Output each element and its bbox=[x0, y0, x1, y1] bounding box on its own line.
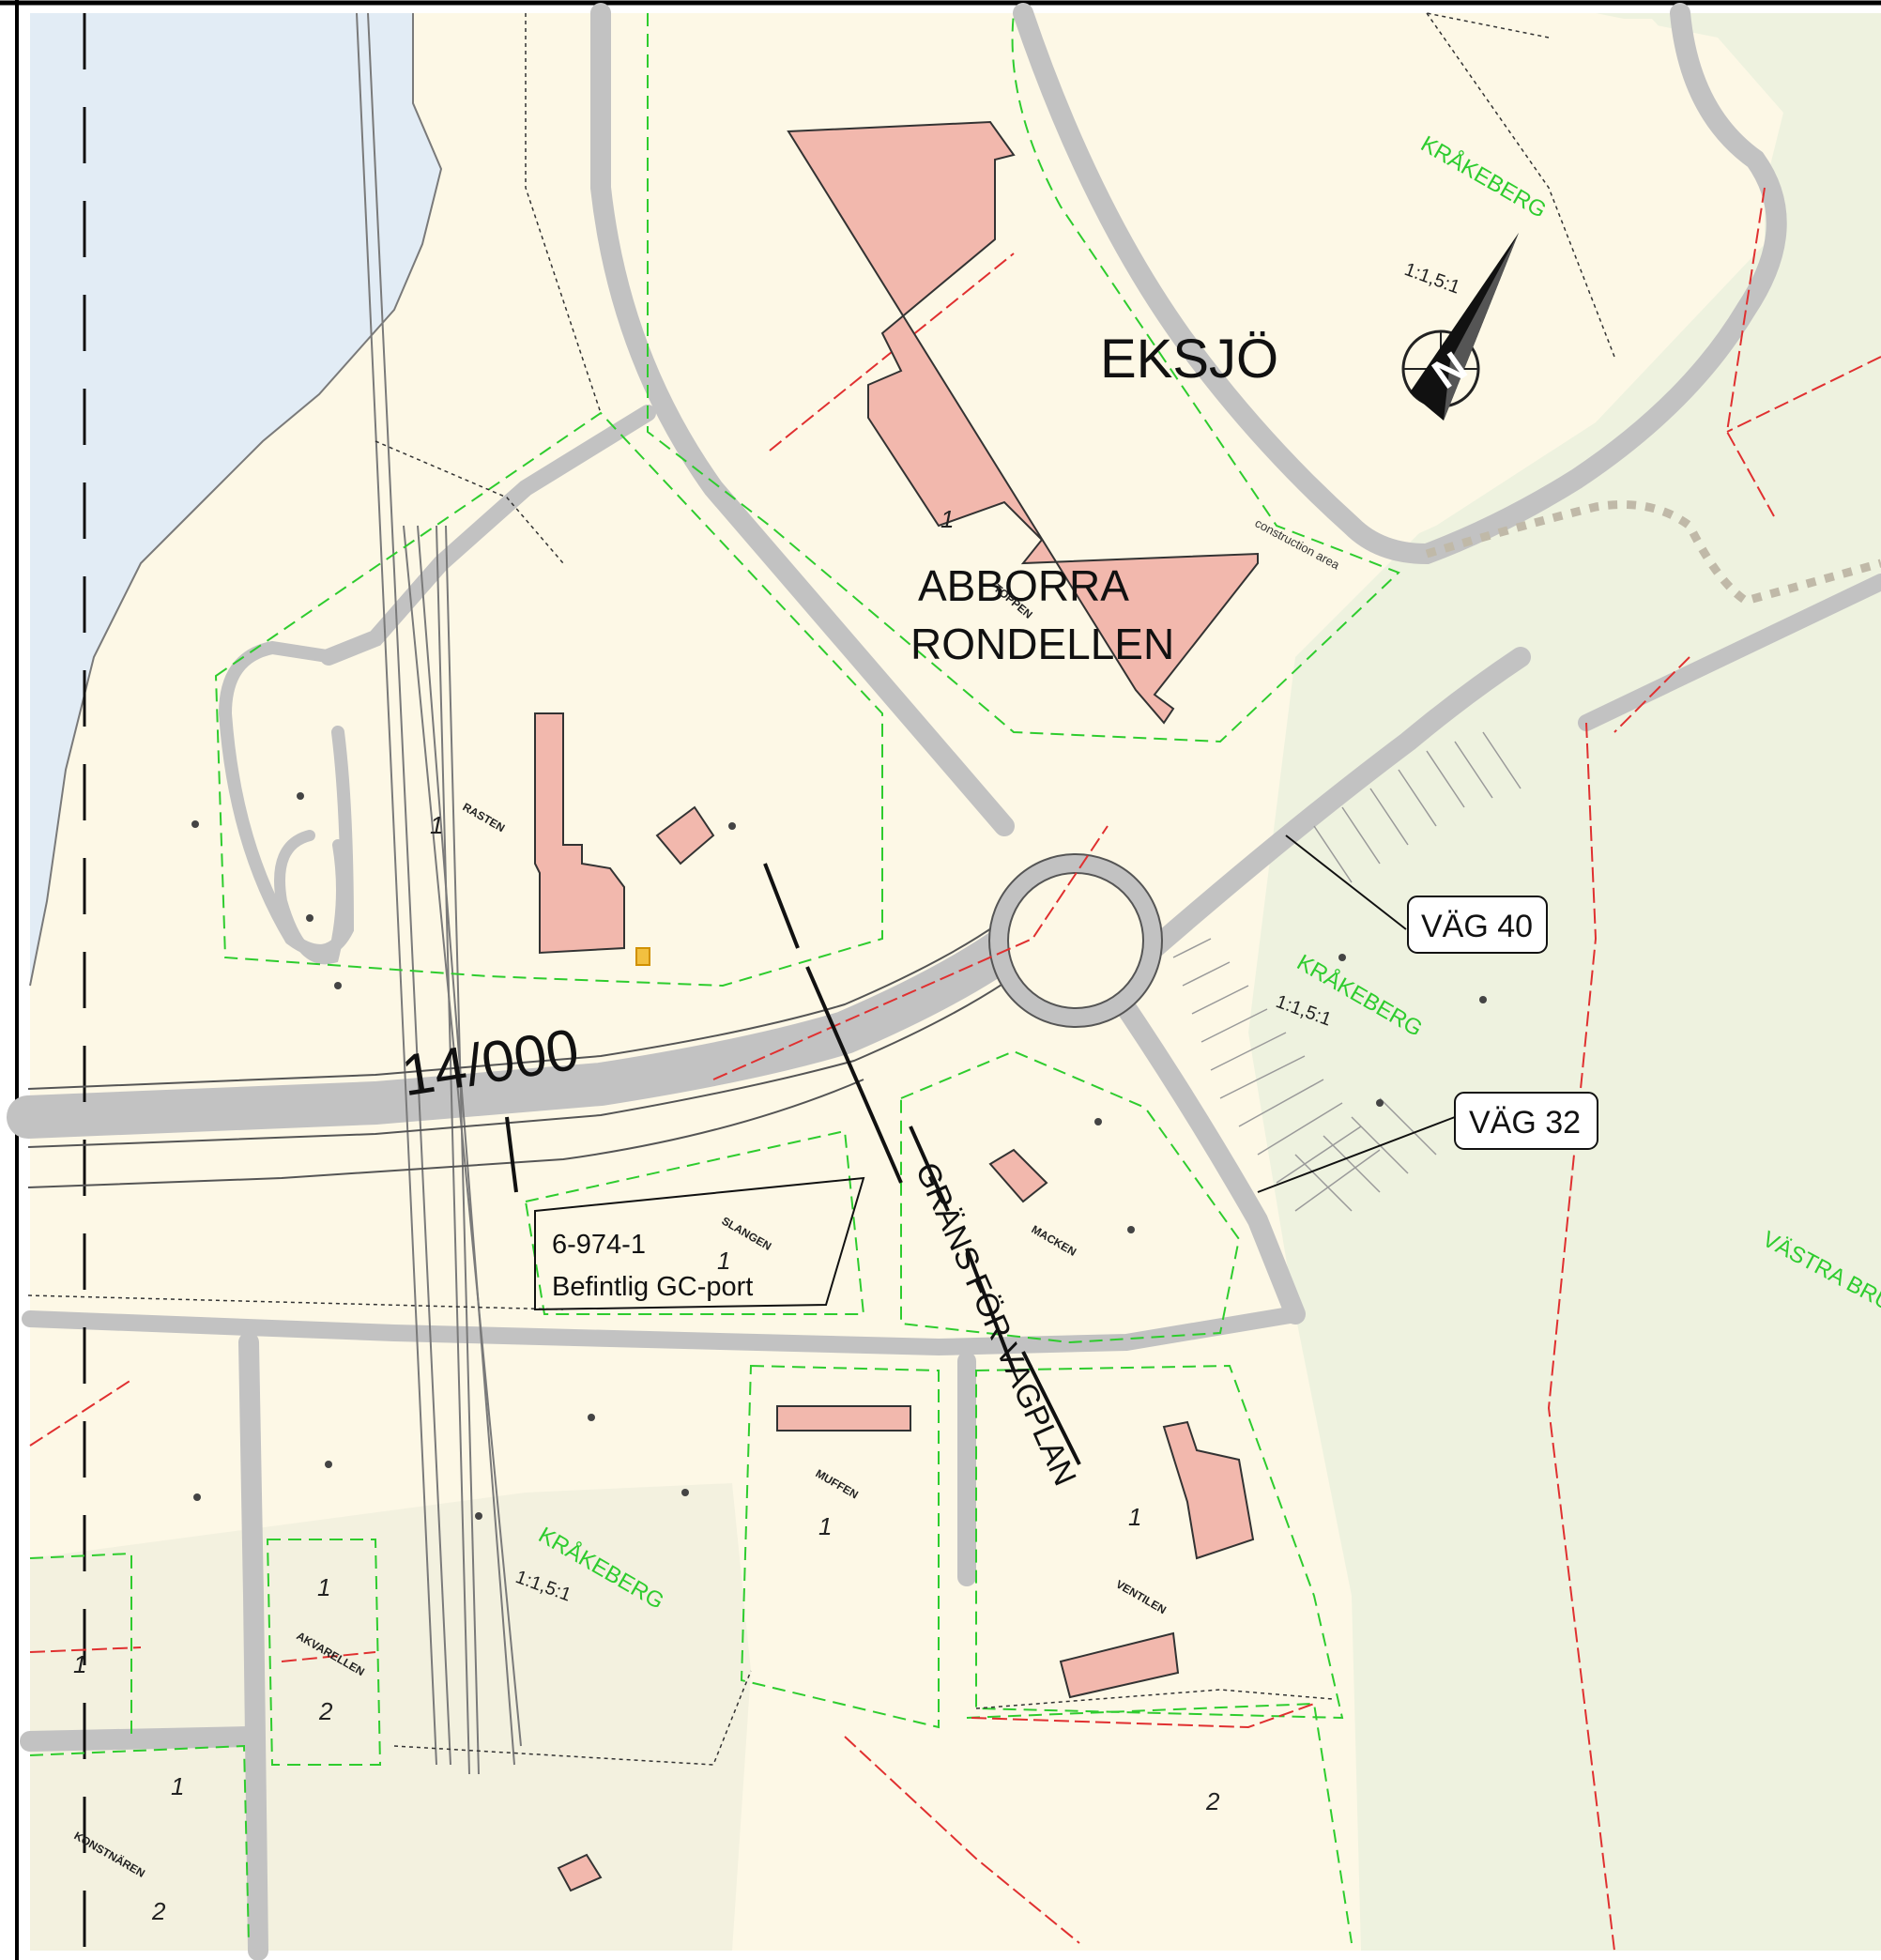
town-label: EKSJÖ bbox=[1100, 329, 1278, 390]
road-network bbox=[7, 3, 1881, 1960]
buildings bbox=[534, 120, 1259, 1892]
building-muffen bbox=[776, 1405, 911, 1432]
structure-id: 6-974-1 bbox=[552, 1230, 646, 1260]
road-southwest-vertical bbox=[238, 1332, 268, 1960]
parking-loop-inner bbox=[274, 830, 347, 965]
parcel-number: 1 bbox=[73, 1650, 86, 1678]
cadastral-lines bbox=[27, 12, 1615, 1766]
building-rasten bbox=[534, 712, 625, 955]
building-macken bbox=[988, 1148, 1048, 1203]
building-abborra-large bbox=[787, 120, 1259, 725]
building-small-1 bbox=[655, 805, 715, 865]
road-vag40-east bbox=[1144, 647, 1531, 958]
road-tag-vag40: VÄG 40 bbox=[1407, 896, 1548, 954]
north-arrow-icon: N bbox=[1401, 233, 1519, 421]
parcel-number: 1 bbox=[171, 1772, 184, 1800]
forest-east bbox=[1051, 13, 1881, 1951]
embankment-hatching bbox=[1172, 731, 1522, 1212]
building-south-1 bbox=[1059, 1631, 1180, 1699]
parcel-number: 1 bbox=[818, 1512, 832, 1540]
road-east-exit bbox=[1578, 574, 1881, 731]
footpath-trail bbox=[1425, 500, 1881, 605]
road-southwest-horizontal bbox=[20, 1726, 259, 1752]
road-local-south bbox=[22, 1306, 1304, 1356]
building-south-2 bbox=[557, 1853, 603, 1892]
road-tag-vag32: VÄG 32 bbox=[1454, 1092, 1598, 1150]
roundabout-name-line2: RONDELLEN bbox=[910, 620, 1174, 668]
road-tag-vag32-text: VÄG 32 bbox=[1469, 1105, 1581, 1141]
parcel-number: 1 bbox=[717, 1247, 730, 1275]
vag40-leader bbox=[1285, 835, 1407, 930]
parcel-number: 1 bbox=[940, 505, 954, 533]
parcel-number: 1 bbox=[1128, 1503, 1141, 1531]
parcel-number: 2 bbox=[1205, 1787, 1220, 1815]
hill-krakeberg bbox=[1032, 19, 1765, 563]
roundabout-name-line1: ABBORRA bbox=[918, 561, 1129, 610]
parcel-number: 1 bbox=[430, 811, 443, 839]
yellow-marker bbox=[635, 947, 650, 966]
parcel-number: 2 bbox=[151, 1897, 166, 1925]
roundabout bbox=[988, 853, 1163, 1028]
road-northwest-spur bbox=[320, 405, 656, 666]
vag32-leader bbox=[1257, 1116, 1456, 1193]
lake-water bbox=[30, 13, 441, 986]
railway-lines bbox=[356, 12, 522, 1775]
lake-shoreline bbox=[29, 13, 443, 987]
lowland-southwest bbox=[30, 1483, 751, 1951]
structure-description: Befintlig GC-port bbox=[552, 1272, 753, 1302]
vegetation-symbols bbox=[191, 792, 1487, 1520]
parcel-number: 1 bbox=[317, 1573, 330, 1601]
road-tag-vag40-text: VÄG 40 bbox=[1421, 909, 1533, 944]
road-north-arm bbox=[590, 3, 1015, 836]
road-krakeberg-loop bbox=[1013, 3, 1787, 565]
section-boundary bbox=[505, 863, 1081, 1465]
building-ventilen bbox=[1162, 1420, 1255, 1560]
parcel-number: 2 bbox=[318, 1697, 333, 1725]
structure-box-outline bbox=[534, 1176, 865, 1311]
